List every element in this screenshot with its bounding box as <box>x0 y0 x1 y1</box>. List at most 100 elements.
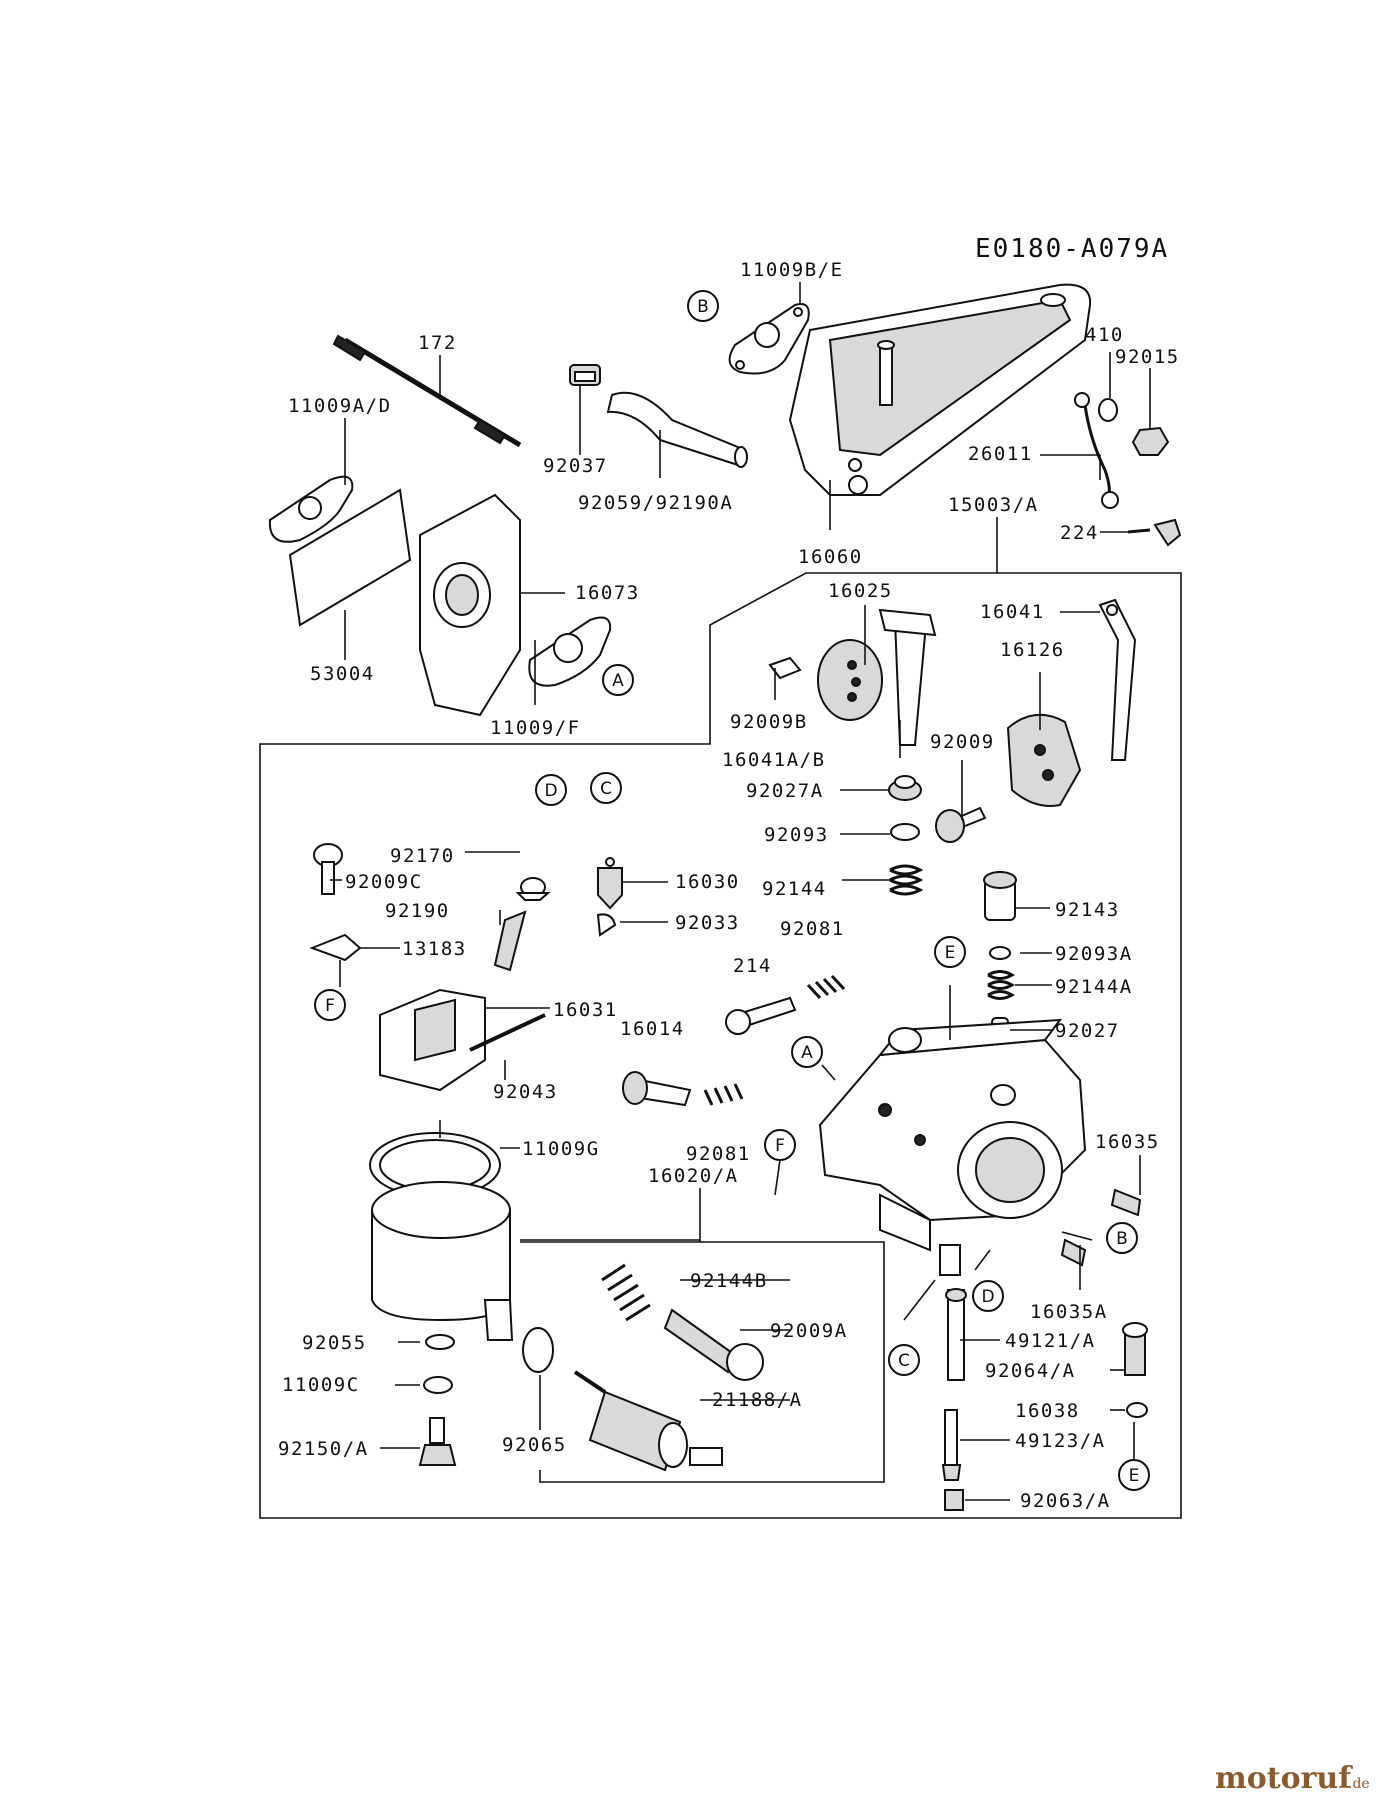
part-label-92093: 92093 <box>764 824 829 846</box>
callout-b-body: B <box>1106 1222 1138 1254</box>
part-label-11009f: 11009/F <box>490 717 581 739</box>
part-label-92081-upper: 92081 <box>780 918 845 940</box>
svg-text:D: D <box>544 781 557 801</box>
part-label-410: 410 <box>1085 324 1124 346</box>
part-label-92027a: 92027A <box>746 780 824 802</box>
watermark-logo: motoruf .de <box>1215 1761 1370 1796</box>
svg-text:F: F <box>775 1136 785 1156</box>
part-label-92064: 92064/A <box>985 1360 1076 1382</box>
pilot-jet-92143-drawing <box>983 871 1017 921</box>
part-label-92063: 92063/A <box>1020 1490 1111 1512</box>
part-label-21188: 21188/A <box>712 1389 803 1411</box>
part-label-16031: 16031 <box>553 999 618 1021</box>
part-label-16035: 16035 <box>1095 1131 1160 1153</box>
svg-text:E: E <box>945 943 956 963</box>
part-label-92081-lower: 92081 <box>686 1143 751 1165</box>
part-label-92009b: 92009B <box>730 711 808 733</box>
part-label-26011: 26011 <box>968 443 1033 465</box>
part-label-92037: 92037 <box>543 455 608 477</box>
svg-text:.de: .de <box>1348 1776 1370 1792</box>
part-label-92009c: 92009C <box>345 871 423 893</box>
svg-text:C: C <box>600 779 612 799</box>
gasket-11009ad-drawing <box>268 475 354 543</box>
part-label-224: 224 <box>1060 522 1099 544</box>
part-label-11009c: 11009C <box>282 1374 360 1396</box>
callout-e-top: E <box>934 936 966 968</box>
part-label-92150: 92150/A <box>278 1438 369 1460</box>
part-label-16020: 16020/A <box>648 1165 739 1187</box>
carburetor-body-drawing <box>818 1018 1087 1276</box>
callout-b-top: B <box>687 290 719 322</box>
bowl-group-outline <box>520 1241 885 1483</box>
insulator-53004-drawing <box>288 488 412 627</box>
svg-text:F: F <box>325 996 335 1016</box>
diagram-code: E0180-A079A <box>975 234 1169 264</box>
part-label-16030: 16030 <box>675 871 740 893</box>
part-label-92027: 92027 <box>1055 1020 1120 1042</box>
small-parts-upper-drawing <box>888 775 987 896</box>
part-label-16126: 16126 <box>1000 639 1065 661</box>
part-label-92059: 92059/92190A <box>578 492 733 514</box>
part-label-16014: 16014 <box>620 1018 685 1040</box>
callout-d-top: D <box>535 774 567 806</box>
cover-16073-drawing <box>419 493 521 717</box>
part-label-92093a: 92093A <box>1055 943 1133 965</box>
part-label-11009g: 11009G <box>522 1138 600 1160</box>
part-label-11009ad: 11009A/D <box>288 395 392 417</box>
breather-hose-drawing <box>606 391 748 468</box>
assembly-outline <box>259 572 1182 1519</box>
choke-shaft-drawing <box>1006 598 1137 807</box>
part-label-92009: 92009 <box>930 731 995 753</box>
part-label-92144b: 92144B <box>690 1270 768 1292</box>
part-label-92144: 92144 <box>762 878 827 900</box>
stud-172-drawing <box>332 334 522 448</box>
part-label-15003: 15003/A <box>948 494 1039 516</box>
part-label-92065: 92065 <box>502 1434 567 1456</box>
svg-text:B: B <box>1116 1229 1128 1249</box>
callout-c-top: C <box>590 772 622 804</box>
part-label-172: 172 <box>418 332 457 354</box>
part-label-214: 214 <box>733 955 772 977</box>
svg-text:motoruf: motoruf <box>1215 1761 1353 1796</box>
part-label-49123: 49123/A <box>1015 1430 1106 1452</box>
callout-c-body: C <box>888 1344 920 1376</box>
callout-e-body: E <box>1118 1459 1150 1491</box>
solenoid-area-drawing <box>573 1263 764 1472</box>
svg-text:D: D <box>981 1287 994 1307</box>
air-cleaner-base-drawing <box>788 283 1092 496</box>
part-label-16035a: 16035A <box>1030 1301 1108 1323</box>
svg-text:E: E <box>1129 1466 1140 1486</box>
part-label-11009be: 11009B/E <box>740 259 844 281</box>
jets-drawing <box>941 1288 1148 1511</box>
bowl-fasteners-drawing <box>418 1327 554 1466</box>
throttle-shaft-drawing <box>768 608 937 746</box>
float-drawing <box>379 988 546 1092</box>
part-label-92055: 92055 <box>302 1332 367 1354</box>
ground-wire-drawing <box>1074 392 1182 547</box>
callout-f-top: F <box>314 989 346 1021</box>
part-label-49121: 49121/A <box>1005 1330 1096 1352</box>
bowl-gasket-drawing <box>369 1132 501 1198</box>
part-label-16041: 16041 <box>980 601 1045 623</box>
svg-text:C: C <box>898 1351 910 1371</box>
part-label-16041ab: 16041A/B <box>722 749 826 771</box>
callout-f-body: F <box>764 1129 796 1161</box>
gasket-11009f-drawing <box>528 616 612 687</box>
adjust-screws-drawing <box>622 974 846 1107</box>
part-label-16038: 16038 <box>1015 1400 1080 1422</box>
part-label-92015: 92015 <box>1115 346 1180 368</box>
svg-text:A: A <box>801 1043 813 1063</box>
part-label-16073: 16073 <box>575 582 640 604</box>
part-label-92170: 92170 <box>390 845 455 867</box>
part-label-92009a: 92009A <box>770 1320 848 1342</box>
part-label-16025: 16025 <box>828 580 893 602</box>
float-valve-drawing <box>309 843 623 972</box>
part-label-13183: 13183 <box>402 938 467 960</box>
part-label-92190: 92190 <box>385 900 450 922</box>
part-label-92144a: 92144A <box>1055 976 1133 998</box>
callout-d-body: D <box>972 1280 1004 1312</box>
part-label-92043: 92043 <box>493 1081 558 1103</box>
part-label-53004: 53004 <box>310 663 375 685</box>
svg-text:A: A <box>612 671 624 691</box>
